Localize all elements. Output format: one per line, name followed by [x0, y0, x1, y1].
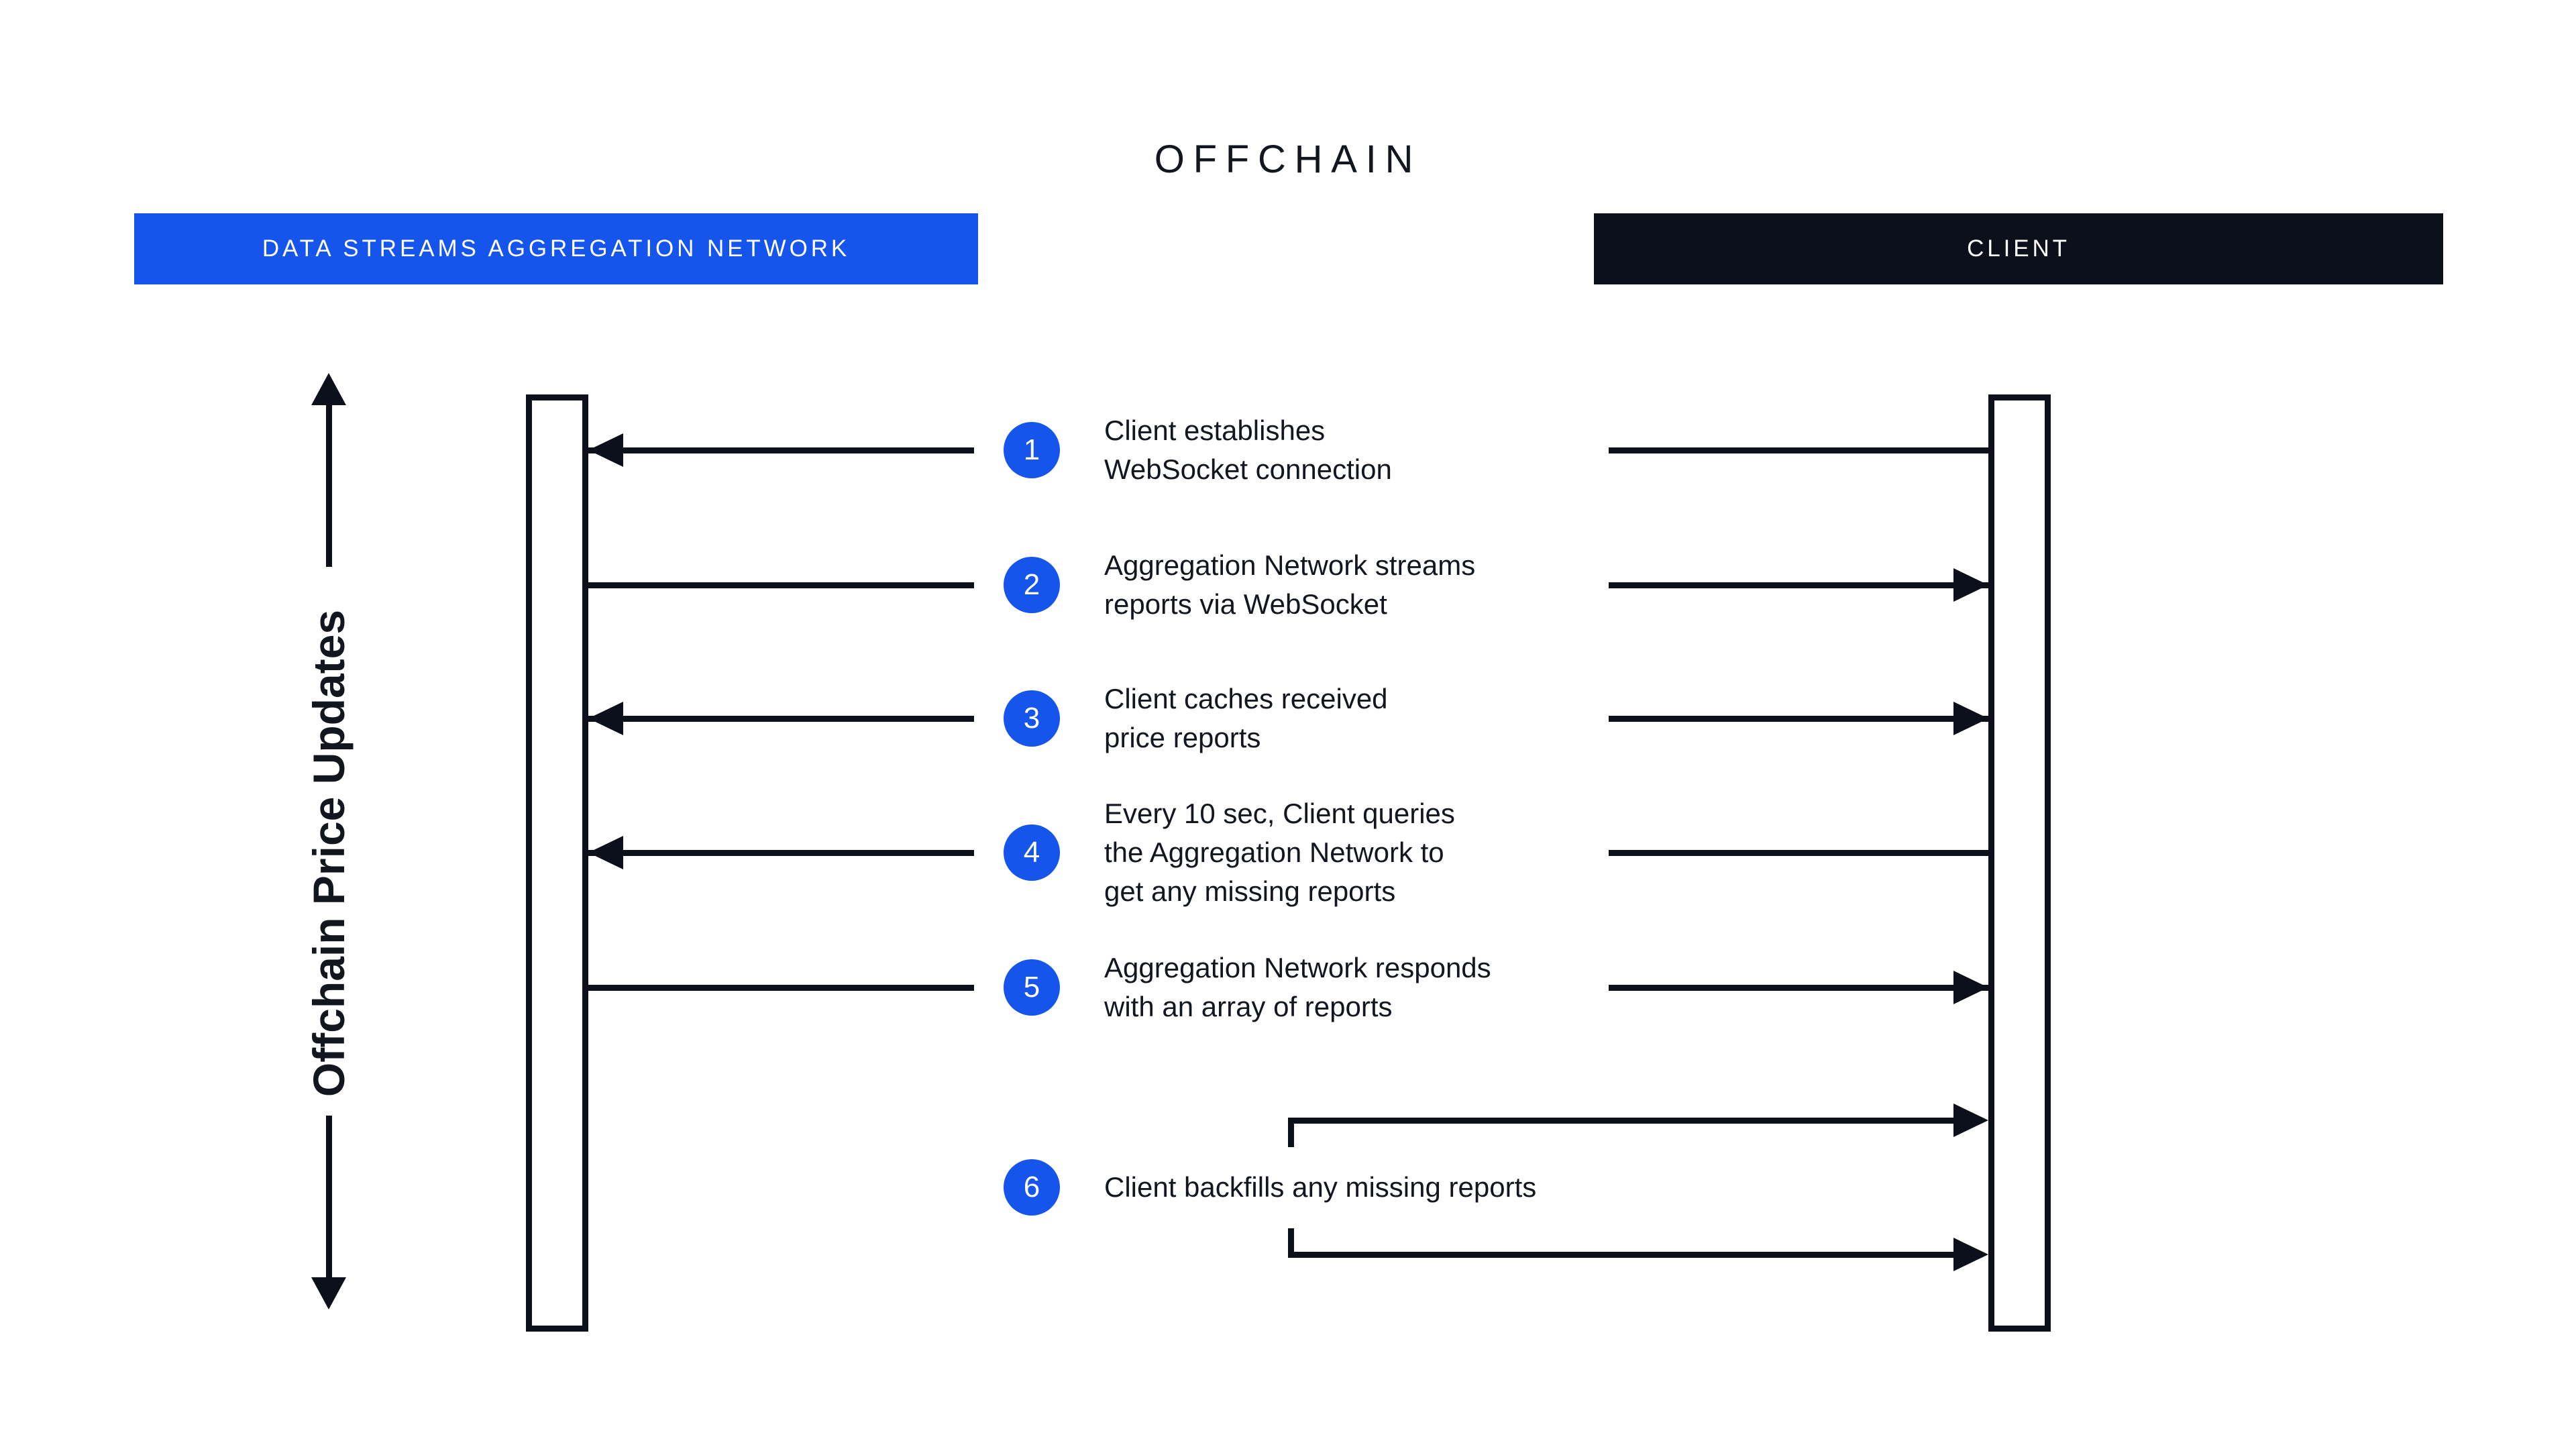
arrowhead-left-3-icon: [588, 702, 623, 735]
message-line-left-3: [588, 716, 974, 722]
page-title: OFFCHAIN: [1154, 138, 1422, 181]
backfill-arrow-top-stub: [1288, 1118, 1294, 1147]
message-line-left-2: [588, 582, 974, 588]
axis-label: Offchain Price Updates: [304, 609, 354, 1097]
axis-arrow-up-icon: [311, 373, 346, 405]
step-text-3: Client caches received price reports: [1104, 683, 1388, 753]
step-text-6: Client backfills any missing reports: [1104, 1171, 1537, 1203]
step-badge-4: 4: [1004, 824, 1060, 881]
message-line-left-1: [588, 447, 974, 453]
client-lifeline: [1988, 394, 2051, 1332]
message-line-left-5: [588, 985, 974, 991]
step-text-1: Client establishes WebSocket connection: [1104, 415, 1392, 485]
step-number-4: 4: [1023, 836, 1040, 869]
step-number-2: 2: [1023, 568, 1040, 601]
arrowhead-backfill-bottom-icon: [1953, 1238, 1988, 1271]
step-number-5: 5: [1023, 971, 1040, 1004]
axis-arrow-down-icon: [311, 1277, 346, 1309]
arrowhead-right-2-icon: [1953, 568, 1988, 602]
lane-header-aggregation-network: DATA STREAMS AGGREGATION NETWORK: [134, 213, 978, 284]
arrowhead-right-3-icon: [1953, 702, 1988, 735]
arrowhead-right-5-icon: [1953, 971, 1988, 1004]
lane-header-aggregation-network-label: DATA STREAMS AGGREGATION NETWORK: [262, 235, 851, 262]
backfill-arrow-top-line: [1288, 1118, 1959, 1124]
step-badge-6: 6: [1004, 1159, 1060, 1216]
step-badge-2: 2: [1004, 557, 1060, 613]
message-line-left-4: [588, 850, 974, 856]
lane-header-client-label: CLIENT: [1967, 235, 2070, 262]
axis-line-top: [326, 402, 332, 567]
message-line-right-4: [1609, 850, 1988, 856]
axis-line-bottom: [326, 1116, 332, 1280]
step-number-1: 1: [1023, 433, 1040, 466]
message-line-right-5: [1609, 985, 1988, 991]
step-badge-5: 5: [1004, 959, 1060, 1016]
step-number-3: 3: [1023, 702, 1040, 735]
step-text-4: Every 10 sec, Client queries the Aggrega…: [1104, 798, 1455, 907]
message-line-right-3: [1609, 716, 1988, 722]
arrowhead-left-1-icon: [588, 433, 623, 467]
step-text-2: Aggregation Network streams reports via …: [1104, 549, 1476, 620]
step-number-6: 6: [1023, 1171, 1040, 1203]
network-lifeline: [526, 394, 588, 1332]
step-badge-1: 1: [1004, 422, 1060, 478]
step-text-5: Aggregation Network responds with an arr…: [1104, 952, 1491, 1022]
backfill-arrow-bottom-stub: [1288, 1228, 1294, 1258]
lane-header-client: CLIENT: [1594, 213, 2443, 284]
arrowhead-backfill-top-icon: [1953, 1104, 1988, 1137]
message-line-right-1: [1609, 447, 1988, 453]
step-badge-3: 3: [1004, 690, 1060, 747]
arrowhead-left-4-icon: [588, 836, 623, 869]
message-line-right-2: [1609, 582, 1988, 588]
backfill-arrow-bottom-line: [1288, 1252, 1959, 1258]
